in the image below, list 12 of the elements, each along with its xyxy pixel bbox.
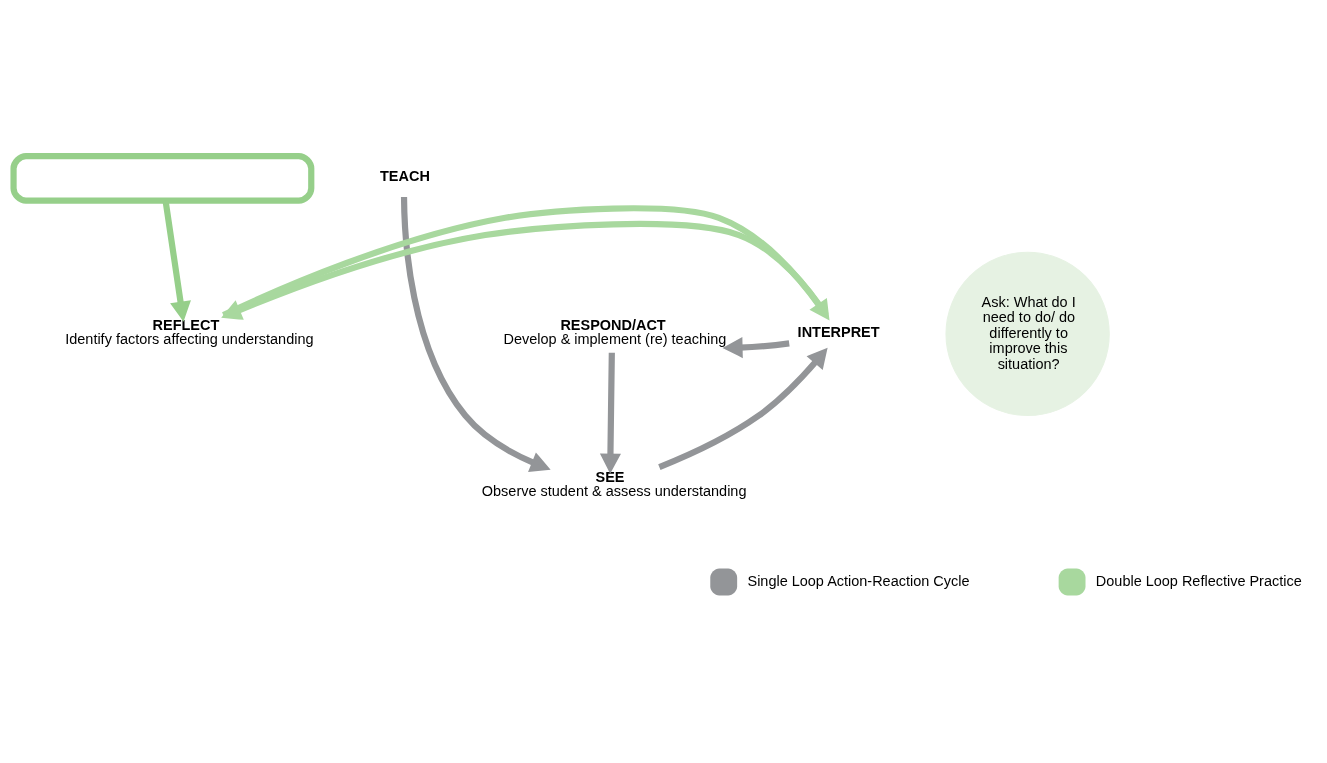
arrow [658,347,828,470]
node-text: REFLECT Identify factors affecting understanding [65,316,314,347]
node-circle: Ask: What do I need to do/ do differently to improve this situation? [945,251,1110,416]
node-box [10,152,315,204]
node-text: TEACH [380,167,430,184]
legend-label: Double Loop Reflective Practice [1095,572,1302,589]
legend-label: Single Loop Action-Reaction Cycle [747,572,970,589]
node-text: SEE Observe student & assess understanding [481,468,747,499]
node-text: INTERPRET [797,323,880,340]
arrow [599,352,621,474]
node-text: RESPOND/ACT Develop & implement (re) teaching [503,316,727,347]
arrow [400,196,551,472]
